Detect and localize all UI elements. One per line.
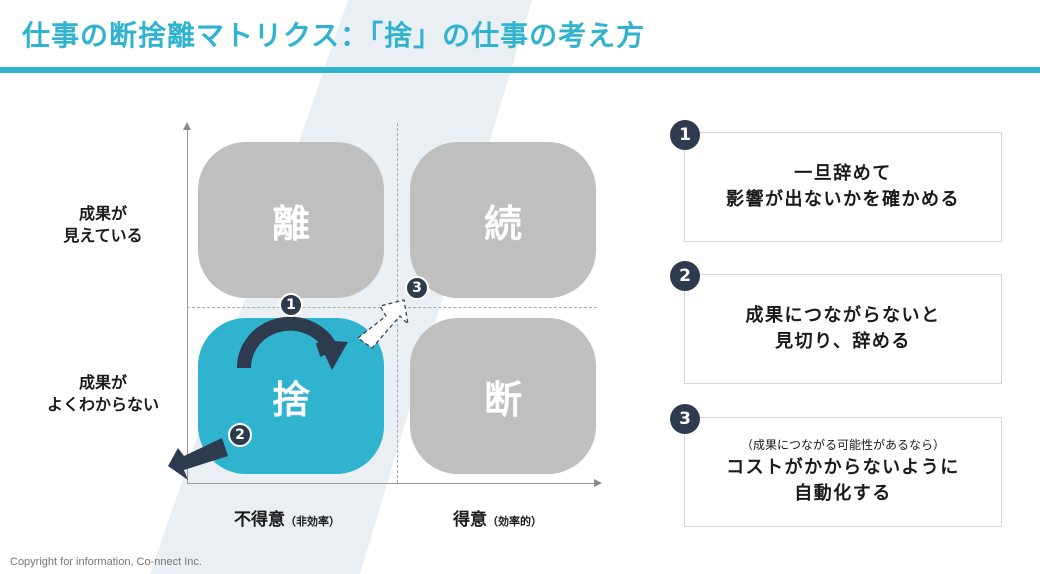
x-axis-arrowhead [594, 479, 602, 487]
explanation-card-1: 一旦辞めて 影響が出ないかを確かめる [684, 132, 1002, 242]
quadrant-dan: 断 [410, 318, 596, 474]
y-axis-label-high: 成果が 見えている [63, 204, 143, 245]
exit-arrow-icon [168, 438, 228, 480]
quadrant-zoku: 続 [410, 142, 596, 298]
title-underline [0, 67, 1040, 73]
card-number-3: 3 [670, 404, 700, 434]
quadrant-hanare: 離 [198, 142, 384, 298]
x-axis-line [187, 483, 595, 484]
marker-1: 1 [279, 293, 303, 317]
dashed-arrow-icon [356, 299, 409, 349]
card-number-1: 1 [670, 120, 700, 150]
marker-3: 3 [405, 276, 429, 300]
x-axis-label-strong: 得意（効率的） [453, 510, 542, 530]
card-number-2: 2 [670, 261, 700, 291]
marker-2: 2 [228, 423, 252, 447]
copyright-footer: Copyright for information, Co-nnect Inc. [10, 556, 202, 568]
y-axis-label-low: 成果が よくわからない [46, 373, 159, 414]
explanation-card-3: （成果につながる可能性があるなら） コストがかからないように 自動化する [684, 417, 1002, 527]
y-axis-arrowhead [183, 122, 191, 130]
page-title: 仕事の断捨離マトリクス：「捨」の仕事の考え方 [22, 19, 646, 52]
y-axis-line [187, 128, 188, 483]
x-axis-label-weak: 不得意（非効率） [234, 510, 340, 530]
curved-arrow-icon [236, 316, 348, 370]
quadrant-sha: 捨 [198, 318, 384, 474]
explanation-card-2: 成果につながらないと 見切り、辞める [684, 274, 1002, 384]
